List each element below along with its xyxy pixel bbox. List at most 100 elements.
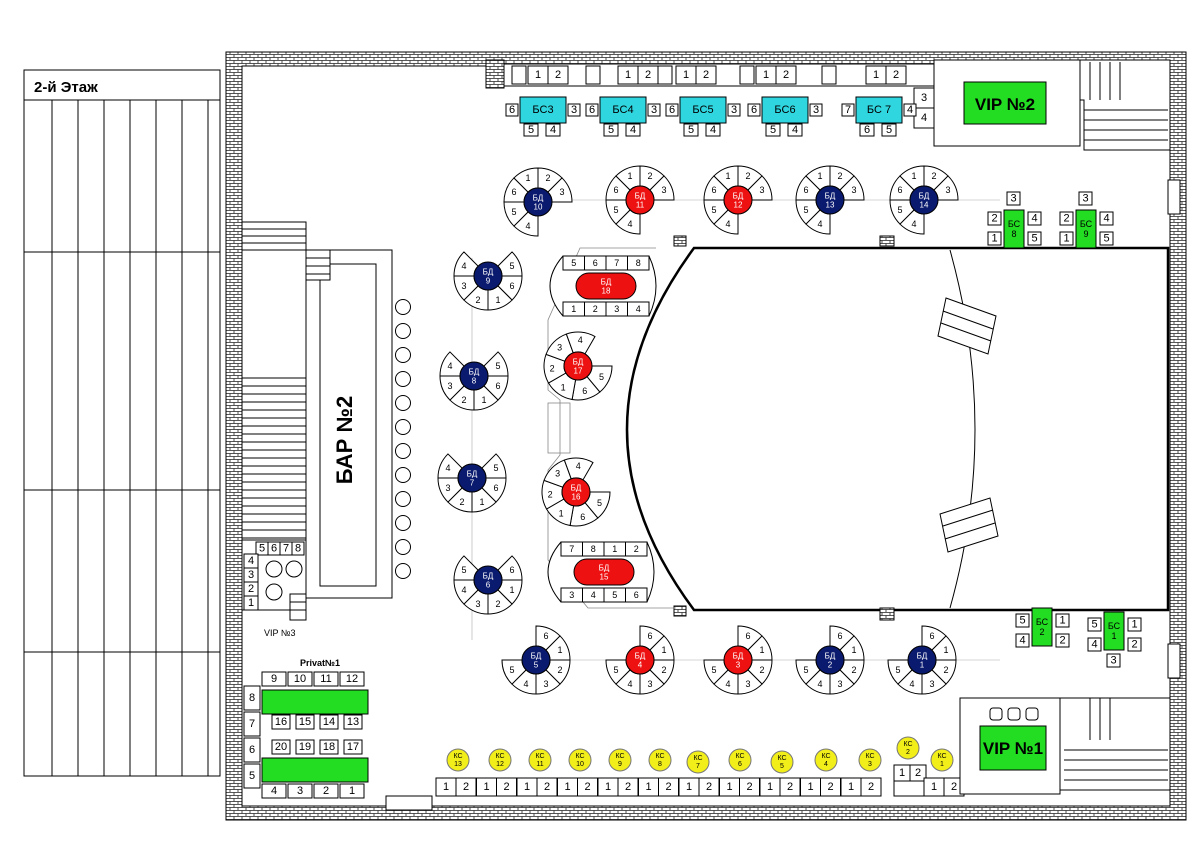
bar-stool[interactable] [395,299,411,315]
pair-seat[interactable]: 1 [617,65,639,85]
private1-seat[interactable]: 2 [313,783,339,799]
bs-seat[interactable]: 4 [903,103,917,117]
vip3-seat[interactable]: 7 [279,541,293,556]
vip3-seat[interactable]: 1 [243,595,259,611]
bs-seat[interactable]: 5 [1027,231,1042,246]
bs-seat[interactable]: 6 [505,103,519,117]
bar-stool[interactable] [395,419,411,435]
pair-seat[interactable]: 2 [779,777,801,797]
bs-seat[interactable]: 3 [1106,653,1121,668]
private1-seat[interactable]: 7 [243,711,261,737]
bs-seat[interactable]: 3 [647,103,661,117]
bs-seat[interactable]: 1 [1055,613,1070,628]
pair-seat[interactable]: 1 [923,777,945,797]
bs-seat[interactable]: 1 [1059,231,1074,246]
bs-seat[interactable]: 3 [1078,191,1093,206]
bs-seat[interactable]: 3 [567,103,581,117]
pair-seat[interactable]: 1 [638,777,659,797]
bs-seat[interactable]: 6 [859,123,875,137]
bs-seat[interactable]: 5 [1015,613,1030,628]
bar-stool[interactable] [395,563,411,579]
pair-seat[interactable]: 2 [695,65,717,85]
bs-seat[interactable]: 4 [625,123,641,137]
pair-seat[interactable]: 2 [496,777,517,797]
bs-seat[interactable]: 1 [987,231,1002,246]
private1-seat[interactable]: 16 [271,714,291,730]
private1-seat[interactable]: 13 [343,714,363,730]
bs-seat[interactable]: 4 [1027,211,1042,226]
pair-seat[interactable]: 1 [516,777,538,797]
pair-seat[interactable]: 2 [739,777,760,797]
bs-seat[interactable]: 4 [545,123,561,137]
bs-seat[interactable]: 4 [787,123,803,137]
private1-seat[interactable]: 8 [243,685,261,711]
private1-seat[interactable]: 10 [287,671,313,687]
bar-stool[interactable] [395,491,411,507]
bs-seat[interactable]: 2 [1055,633,1070,648]
private1-seat[interactable]: 14 [319,714,339,730]
private1-seat[interactable]: 12 [339,671,365,687]
bs-seat[interactable]: 6 [665,103,679,117]
private1-seat[interactable]: 1 [339,783,365,799]
bs-seat[interactable]: 5 [1099,231,1114,246]
bs-seat[interactable]: 3 [809,103,823,117]
vip3-seat[interactable]: 2 [243,581,259,597]
pair-seat[interactable]: 1 [840,777,862,797]
private1-seat[interactable]: 15 [295,714,315,730]
pair-seat[interactable]: 1 [597,777,619,797]
bs-seat[interactable]: 4 [1087,637,1102,652]
pair-seat[interactable]: 1 [719,777,740,797]
vip3-seat[interactable]: 8 [291,541,305,556]
pair-seat[interactable]: 2 [617,777,639,797]
bar-stool[interactable] [395,539,411,555]
pair-seat[interactable]: 2 [775,65,797,85]
bar-stool[interactable] [395,467,411,483]
private1-seat[interactable]: 17 [343,739,363,755]
bd-seat[interactable] [627,255,650,271]
private1-seat[interactable]: 18 [319,739,339,755]
private1-seat[interactable]: 3 [287,783,313,799]
pair-seat[interactable]: 2 [698,777,720,797]
pair-seat[interactable]: 2 [820,777,841,797]
bar-stool[interactable] [395,395,411,411]
private1-seat[interactable]: 20 [271,739,291,755]
bs-seat[interactable]: 4 [705,123,721,137]
pair-seat[interactable]: 2 [455,777,477,797]
bs-seat[interactable]: 5 [683,123,699,137]
pair-seat[interactable]: 2 [658,777,679,797]
bs-seat[interactable]: 3 [727,103,741,117]
private1-seat[interactable]: 5 [243,763,261,789]
bs-seat[interactable]: 7 [841,103,855,117]
pair-seat[interactable]: 1 [675,65,697,85]
vip3-stool[interactable] [265,560,283,578]
vip3-seat[interactable]: 5 [255,541,269,556]
bd-seat[interactable] [625,587,648,603]
bs-seat[interactable]: 5 [1087,617,1102,632]
bd-seat[interactable] [627,301,650,317]
